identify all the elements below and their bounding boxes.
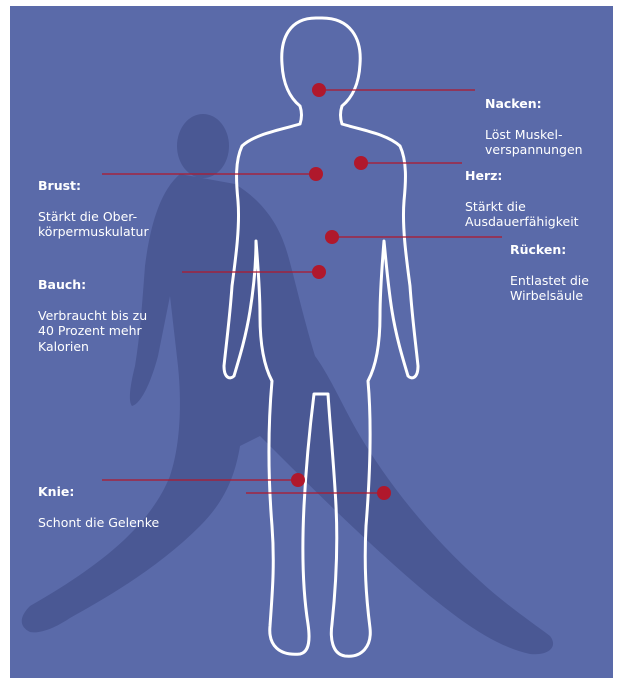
marker-bauch bbox=[312, 265, 326, 279]
label-knie-text: Schont die Gelenke bbox=[38, 515, 159, 531]
marker-herz bbox=[354, 156, 368, 170]
label-brust: Brust: Stärkt die Ober- körpermuskulatur bbox=[38, 162, 149, 255]
label-knie: Knie: Schont die Gelenke bbox=[38, 468, 159, 546]
label-knie-title: Knie: bbox=[38, 484, 159, 500]
body-diagram-panel: Nacken: Löst Muskel- verspannungen Herz:… bbox=[10, 6, 613, 678]
label-bauch: Bauch: Verbraucht bis zu 40 Prozent mehr… bbox=[38, 261, 147, 370]
marker-ruecken bbox=[325, 230, 339, 244]
label-brust-text: Stärkt die Ober- körpermuskulatur bbox=[38, 209, 149, 240]
marker-nacken bbox=[312, 83, 326, 97]
marker-knie-left bbox=[291, 473, 305, 487]
label-herz-title: Herz: bbox=[465, 168, 579, 184]
label-nacken-title: Nacken: bbox=[485, 96, 583, 112]
label-ruecken-title: Rücken: bbox=[510, 242, 589, 258]
label-herz-text: Stärkt die Ausdauerfähigkeit bbox=[465, 199, 579, 230]
label-bauch-text: Verbraucht bis zu 40 Prozent mehr Kalori… bbox=[38, 308, 147, 355]
label-bauch-title: Bauch: bbox=[38, 277, 147, 293]
label-brust-title: Brust: bbox=[38, 178, 149, 194]
marker-brust bbox=[309, 167, 323, 181]
label-ruecken: Rücken: Entlastet die Wirbelsäule bbox=[510, 226, 589, 319]
marker-knie-right bbox=[377, 486, 391, 500]
label-ruecken-text: Entlastet die Wirbelsäule bbox=[510, 273, 589, 304]
